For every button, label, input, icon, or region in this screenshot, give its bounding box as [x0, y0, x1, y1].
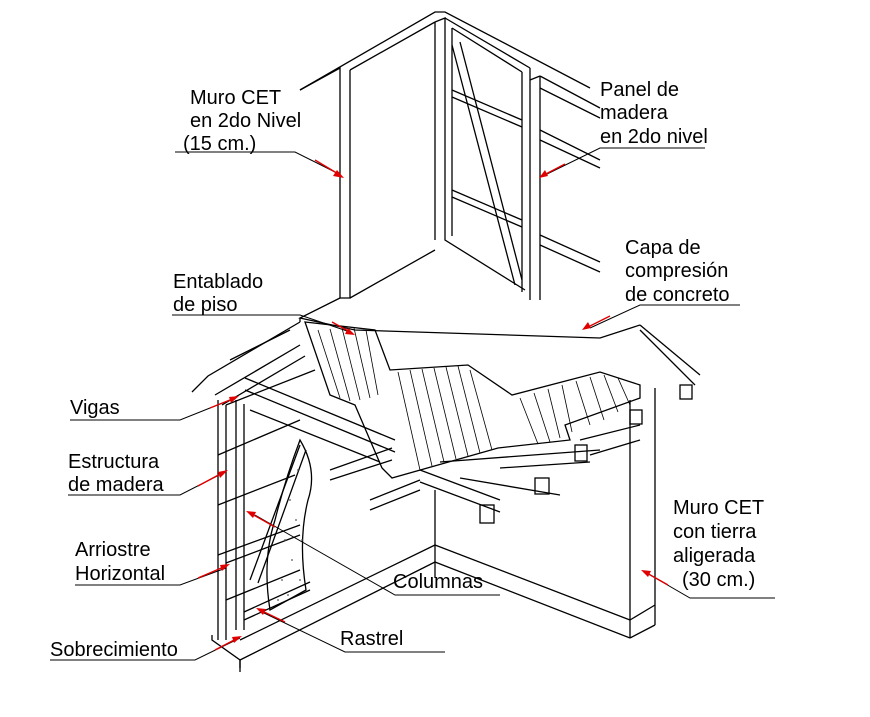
label-panel-2: madera [600, 102, 669, 124]
label-muro-tierra-4: (30 cm.) [682, 569, 755, 591]
lower-wall-frame [217, 369, 316, 640]
label-estructura-1: Estructura [68, 451, 160, 473]
red-arrows [197, 159, 669, 651]
label-panel-1: Panel de [600, 79, 679, 101]
floor-slab [191, 297, 701, 393]
label-capa-3: de concreto [625, 284, 730, 306]
label-rastrel: Rastrel [340, 628, 403, 650]
label-arriostre-1: Arriostre [75, 539, 151, 561]
label-columnas: Columnas [393, 571, 483, 593]
label-muro-cet-2do-1: Muro CET [190, 87, 281, 109]
label-sobrecimiento: Sobrecimiento [50, 639, 178, 661]
label-panel-3: en 2do nivel [600, 126, 708, 148]
label-entablado-1: Entablado [173, 271, 263, 293]
floor-boards [304, 321, 641, 479]
label-entablado-2: de piso [173, 294, 238, 316]
foundation [211, 388, 656, 672]
upper-walls [299, 11, 601, 300]
label-muro-tierra-3: aligerada [673, 545, 756, 567]
label-muro-tierra-1: Muro CET [673, 497, 764, 519]
label-capa-1: Capa de [625, 237, 701, 259]
label-arriostre-2: Horizontal [75, 563, 165, 585]
label-muro-cet-2do-2: en 2do Nivel [190, 110, 301, 132]
label-estructura-2: de madera [68, 474, 164, 496]
label-muro-tierra-2: con tierra [673, 521, 757, 543]
label-vigas: Vigas [70, 397, 120, 419]
labels: Muro CET en 2do Nivel (15 cm.) Panel de … [50, 79, 764, 661]
label-capa-2: compresión [625, 260, 728, 282]
label-muro-cet-2do-3: (15 cm.) [183, 133, 256, 155]
joists [214, 329, 693, 524]
